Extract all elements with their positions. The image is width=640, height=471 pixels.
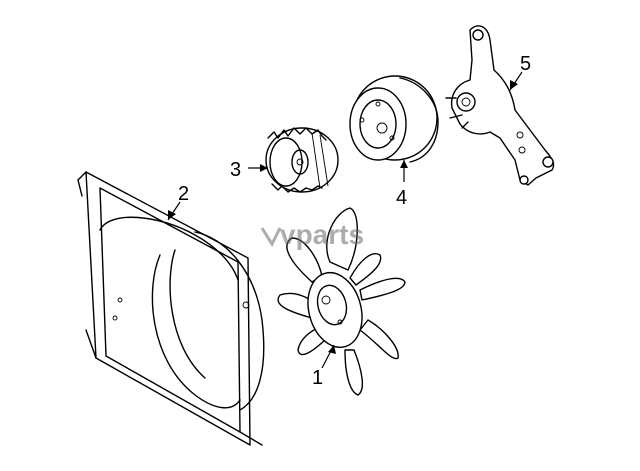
callout-2-label: 2	[178, 183, 189, 205]
watermark: vparts	[260, 219, 364, 250]
callout-1-label: 1	[312, 367, 323, 389]
callout-5-label: 5	[520, 53, 531, 75]
fan-clutch-part-3	[265, 127, 339, 193]
callout-3: 3	[230, 159, 268, 181]
callout-4-label: 4	[396, 187, 407, 209]
watermark-logo-icon	[260, 227, 282, 248]
callout-3-label: 3	[230, 159, 241, 181]
fan-blade-part-1	[277, 207, 406, 396]
callout-1: 1	[312, 344, 336, 389]
callout-2: 2	[167, 183, 189, 221]
pulley-part-4	[349, 75, 439, 163]
callout-5: 5	[509, 53, 531, 91]
watermark-text: vparts	[280, 219, 364, 250]
bracket-part-5	[445, 25, 555, 186]
callout-4: 4	[396, 160, 408, 209]
fan-shroud-part-2	[77, 171, 265, 446]
